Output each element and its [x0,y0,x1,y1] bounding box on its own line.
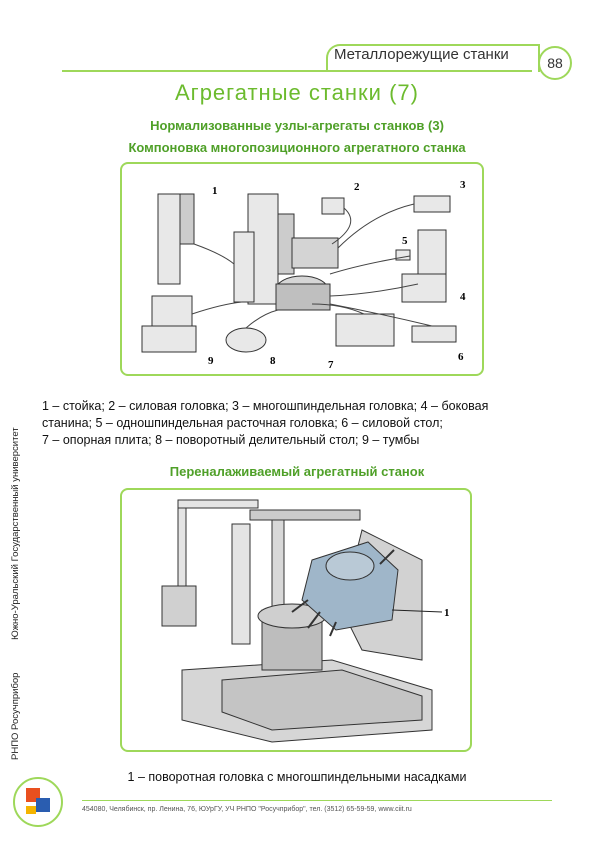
control-pendant [161,585,197,627]
vertical-publisher-text: РНПО Росучприбор Южно-Уральский Государс… [10,397,21,760]
label-9: 9 [208,355,214,367]
label-6: 6 [458,351,464,363]
column-unit [157,193,181,285]
reconfigurable-machine-illustration: 1 [161,499,450,743]
label-4: 4 [460,291,466,303]
label-3: 3 [460,179,466,191]
label-1: 1 [212,185,218,197]
page-title: Агрегатные станки (7) [175,80,419,105]
multi-spindle-head-unit [413,195,451,213]
subtitle-layout: Компоновка многопозиционного агрегатного… [128,140,466,155]
label-7: 7 [328,359,334,371]
label-2: 2 [354,181,360,193]
label-5: 5 [402,235,408,247]
power-table-unit [411,325,457,343]
caption-line-2: станина; 5 – одношпиндельная расточная г… [42,416,443,430]
figure-layout-frame: 1 2 3 4 5 6 7 8 9 [120,162,484,376]
subtitle-units: Нормализованные узлы-агрегаты станков (3… [150,118,444,133]
machine-caption: 1 – поворотная головка с многошпиндельны… [127,770,467,784]
publisher-logo [13,777,63,827]
section-title: Металлорежущие станки [334,46,509,63]
page-number: 88 [538,46,572,80]
pedestal-unit [141,325,197,353]
org-university: Южно-Уральский Государственный университ… [10,427,21,640]
org-rnpo: РНПО Росучприбор [10,672,21,760]
rotary-table-unit [225,327,267,353]
label-rotary-head: 1 [444,607,450,619]
layout-caption: 1 – стойка; 2 – силовая головка; 3 – мно… [42,398,572,449]
label-8: 8 [270,355,276,367]
header-line [62,70,532,72]
machine-layout-illustration: 1 2 3 4 5 6 7 8 9 [141,179,466,371]
caption-line-3: 7 – опорная плита; 8 – поворотный делите… [42,433,420,447]
figure-machine-frame: 1 [120,488,472,752]
subtitle-reconfigurable: Переналаживаемый агрегатный станок [169,464,425,479]
power-head-unit [321,197,345,215]
base-plate-unit [335,313,395,347]
footer-address: 454080, Челябинск, пр. Ленина, 76, ЮУрГУ… [82,806,412,813]
caption-line-1: 1 – стойка; 2 – силовая головка; 3 – мно… [42,399,489,413]
footer-line [82,800,552,801]
